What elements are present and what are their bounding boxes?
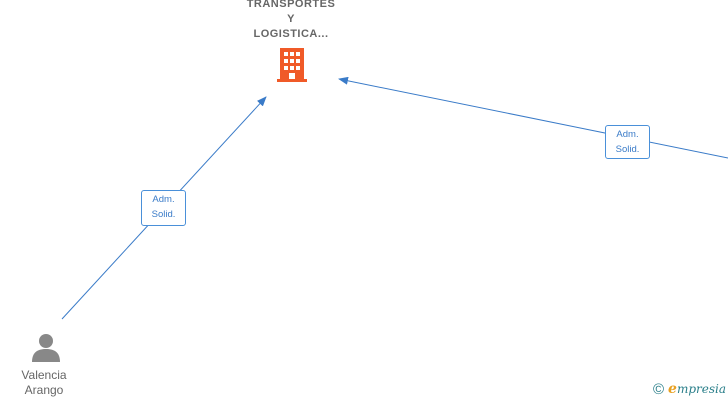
edge-label-line: Adm. [616, 129, 639, 140]
company-name-line: Y [287, 13, 295, 25]
person-name-line: Arango [24, 383, 64, 397]
footer-brand: © empresia [653, 380, 726, 398]
edge-label-line: Adm. [152, 194, 175, 205]
copyright-icon: © [652, 380, 665, 398]
edge-label-person-company: Adm. Solid. [141, 190, 186, 226]
brand-name: mpresia [676, 382, 726, 396]
person-name[interactable]: Valencia Arango [4, 368, 84, 398]
company-name[interactable]: TRANSPORTES Y LOGISTICA... [216, 0, 366, 42]
person-icon[interactable] [32, 334, 60, 362]
company-name-line: TRANSPORTES [246, 0, 336, 10]
edge-label-line: Solid. [615, 144, 640, 155]
edge-label-offscreen-company: Adm. Solid. [605, 125, 650, 159]
person-name-line: Valencia [21, 368, 67, 382]
edge-label-line: Solid. [151, 209, 176, 220]
brand-initial: e [668, 381, 677, 397]
company-name-line: LOGISTICA... [253, 28, 329, 40]
brand-logo[interactable]: empresia [668, 381, 726, 397]
edge-line-offscreen-to-company [338, 76, 728, 159]
building-icon[interactable] [277, 48, 307, 82]
